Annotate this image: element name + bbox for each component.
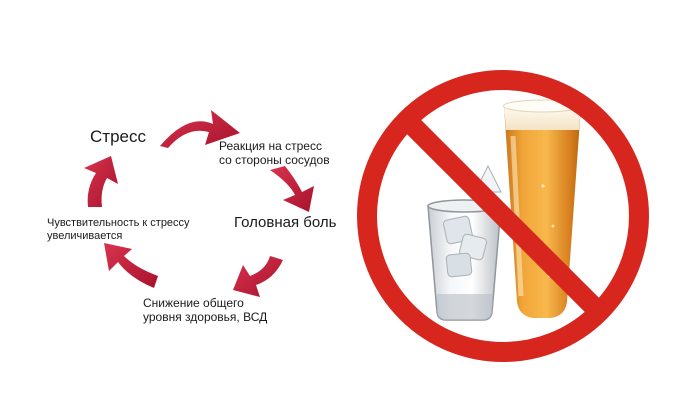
- arrow-decrease-to-sensitivity: [104, 243, 158, 288]
- node-headache-label: Головная боль: [234, 214, 336, 231]
- node-decrease-label: Снижение общего уровня здоровья, ВСД: [143, 297, 267, 325]
- stress-cycle-diagram: Стресс Реакция на стресс со стороны сосу…: [0, 0, 360, 400]
- arrow-headache-to-decrease: [233, 256, 283, 297]
- node-stress-label: Стресс: [90, 127, 146, 147]
- arrow-sensitivity-to-stress: [84, 156, 118, 207]
- node-reaction-label: Реакция на стресс со стороны сосудов: [219, 140, 330, 168]
- node-sensitivity-line-1: Чувствительность к стрессу: [47, 217, 190, 230]
- node-sensitivity-label: Чувствительность к стрессу увеличивается: [47, 217, 190, 242]
- node-sensitivity-line-2: увеличивается: [47, 230, 190, 243]
- no-alcohol-sign: [353, 66, 653, 366]
- cycle-arrows: [0, 0, 360, 400]
- node-decrease-line-1: Снижение общего: [143, 297, 267, 311]
- prohibition-symbol: [367, 80, 639, 352]
- node-reaction-line-1: Реакция на стресс: [219, 140, 330, 154]
- node-decrease-line-2: уровня здоровья, ВСД: [143, 311, 267, 325]
- arrow-reaction-to-headache: [270, 166, 314, 212]
- node-reaction-line-2: со стороны сосудов: [219, 154, 330, 168]
